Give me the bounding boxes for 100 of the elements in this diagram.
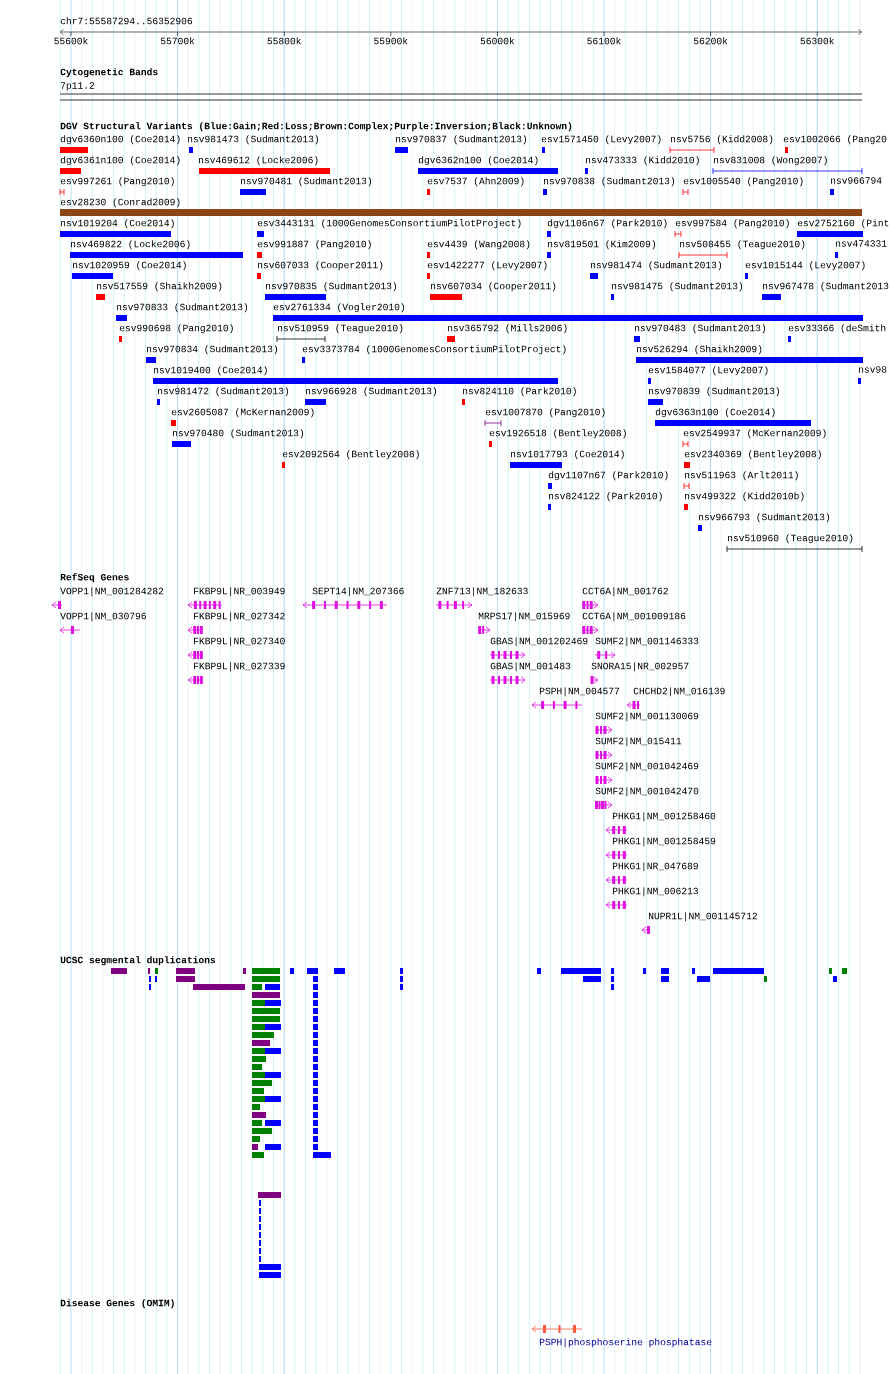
gene-label: SUMF2|NM_015411	[595, 737, 682, 747]
feature-label: nsv510960 (Teague2010)	[728, 534, 853, 544]
gene-label: CCT6A|NM_001009186	[582, 612, 686, 622]
gene-label: NUPR1L|NM_001145712	[648, 912, 757, 922]
feature-label: esv2092564 (Bentley2008)	[282, 450, 419, 460]
gene-label: GBAS|NM_001202469	[490, 637, 588, 647]
axis-tick-label: 55600k	[54, 37, 88, 45]
feature-label: nsv508455 (Teague2010)	[680, 240, 805, 250]
feature-label: nsv970834 (Sudmant2013)	[147, 345, 278, 355]
feature-label: nsv981472 (Sudmant2013)	[158, 387, 289, 397]
axis-tick-label: 56000k	[480, 37, 515, 45]
feature-label: nsv981474 (Sudmant2013)	[591, 261, 722, 271]
feature-label: nsv526294 (Shaikh2009)	[637, 345, 762, 355]
feature-label: esv2752160 (Pint	[797, 219, 889, 229]
feature-label: nsv967478 (Sudmant2013	[763, 282, 889, 292]
track-heading: Disease Genes (OMIM)	[60, 1299, 174, 1309]
axis-tick-label: 55900k	[374, 37, 408, 45]
feature-label: nsv1020959 (Coe2014)	[73, 261, 186, 271]
feature-label: nsv98	[859, 366, 887, 373]
feature-label: nsv970839 (Sudmant2013)	[649, 387, 780, 397]
feature-label: esv3373784 (1000GenomesConsortiumPilotProject)	[302, 345, 566, 355]
gene-label: SNORA15|NR_002957	[591, 662, 689, 672]
gene-label: VOPP1|NM_001284282	[60, 587, 164, 597]
gene-label: CCT6A|NM_001762	[582, 587, 668, 597]
feature-label: nsv831008 (Wong2007)	[714, 156, 827, 166]
feature-label: esv990698 (Pang2010)	[119, 324, 233, 334]
gene-label: VOPP1|NM_030796	[60, 612, 146, 622]
gene-label: CHCHD2|NM_016139	[633, 687, 725, 697]
feature-label: nsv966793 (Sudmant2013)	[699, 513, 830, 523]
feature-label: nsv970481 (Sudmant2013)	[241, 177, 372, 187]
feature-label: nsv474331	[836, 240, 887, 247]
axis-tick-label: 55800k	[267, 37, 301, 45]
gene-label: FKBP9L|NR_027340	[194, 637, 285, 647]
feature-label: esv1005540 (Pang2010)	[683, 177, 803, 187]
feature-label: nsv469822 (Locke2006)	[71, 240, 190, 250]
feature-label: dgv6362n100 (Coe2014)	[418, 156, 538, 166]
feature-label: esv1571450 (Levy2007)	[541, 135, 661, 145]
gene-label: PHKG1|NM_006213	[612, 887, 698, 897]
feature-label: nsv1017793 (Coe2014)	[511, 450, 624, 460]
gene-label: SUMF2|NM_001042470	[595, 787, 699, 797]
gene-label: PHKG1|NM_001258459	[612, 837, 716, 847]
track-heading: Cytogenetic Bands	[60, 68, 158, 78]
track-heading: DGV Structural Variants (Blue:Gain;Red:Loss;Brown:Complex;Purple:Inversion;Black:Unknown)	[60, 122, 572, 132]
feature-label: nsv970838 (Sudmant2013)	[544, 177, 675, 187]
feature-label: nsv981475 (Sudmant2013)	[612, 282, 743, 292]
gene-label: PSPH|phosphoserine phosphatase	[539, 1338, 712, 1348]
feature-label: nsv819501 (Kim2009)	[548, 240, 655, 250]
feature-label: esv1015144 (Levy2007)	[745, 261, 865, 271]
feature-label: nsv966928 (Sudmant2013)	[306, 387, 437, 397]
feature-label: esv4439 (Wang2008)	[427, 240, 530, 250]
track-heading: UCSC segmental duplications	[60, 956, 216, 966]
feature-label: nsv970480 (Sudmant2013)	[173, 429, 304, 439]
feature-label: dgv1106n67 (Park2010)	[547, 219, 667, 229]
gene-label: PSPH|NM_004577	[539, 687, 620, 697]
gene-label: SEPT14|NM_207366	[312, 587, 404, 597]
gene-label: SUMF2|NM_001130069	[595, 712, 699, 722]
feature-label: nsv365792 (Mills2006)	[448, 324, 567, 334]
feature-label: nsv517559 (Shaikh2009)	[97, 282, 222, 292]
gene-label: MRPS17|NM_015969	[478, 612, 570, 622]
feature-label: nsv510959 (Teague2010)	[278, 324, 403, 334]
band-label: 7p11.2	[60, 82, 95, 91]
gene-label: SUMF2|NM_001146333	[595, 637, 699, 647]
feature-label: nsv1019400 (Coe2014)	[154, 366, 267, 376]
feature-label: esv1926518 (Bentley2008)	[489, 429, 626, 439]
feature-label: nsv970833 (Sudmant2013)	[117, 303, 248, 313]
feature-label: nsv981473 (Sudmant2013)	[188, 135, 319, 145]
feature-label: esv997261 (Pang2010)	[60, 177, 174, 187]
feature-label: esv1584077 (Levy2007)	[648, 366, 768, 376]
gene-label: PHKG1|NM_001258460	[612, 812, 716, 822]
gene-label: ZNF713|NM_182633	[436, 587, 528, 597]
feature-label: esv33366 (deSmith	[788, 324, 886, 334]
feature-label: nsv970837 (Sudmant2013)	[396, 135, 527, 145]
feature-label: nsv824110 (Park2010)	[463, 387, 576, 397]
feature-label: nsv473333 (Kidd2010)	[586, 156, 699, 166]
feature-label: esv2605087 (McKernan2009)	[171, 408, 314, 418]
feature-label: nsv511963 (Arlt2011)	[685, 471, 798, 481]
feature-label: esv2340369 (Bentley2008)	[684, 450, 821, 460]
position-label: chr7:55587294..56352906	[60, 17, 193, 25]
feature-label: esv997584 (Pang2010)	[675, 219, 789, 229]
gene-label: FKBP9L|NR_027339	[194, 662, 285, 672]
feature-label: dgv1107n67 (Park2010)	[548, 471, 668, 481]
feature-label: nsv970483 (Sudmant2013)	[635, 324, 766, 334]
feature-label: nsv1019204 (Coe2014)	[61, 219, 174, 229]
feature-label: esv3443131 (1000GenomesConsortiumPilotProject)	[257, 219, 521, 229]
feature-label: esv991887 (Pang2010)	[257, 240, 371, 250]
feature-label: esv28230 (Conrad2009)	[60, 198, 180, 208]
feature-label: dgv6361n100 (Coe2014)	[60, 156, 180, 166]
feature-label: nsv607033 (Cooper2011)	[258, 261, 383, 271]
axis-tick-label: 56200k	[693, 37, 728, 45]
feature-label: nsv824122 (Park2010)	[549, 492, 662, 502]
feature-label: nsv499322 (Kidd2010b)	[685, 492, 804, 502]
axis-tick-label: 56300k	[800, 37, 834, 45]
gene-label: FKBP9L|NR_027342	[194, 612, 285, 622]
feature-label: esv2761334 (Vogler2010)	[273, 303, 405, 313]
feature-label: nsv970835 (Sudmant2013)	[266, 282, 397, 292]
gene-label: GBAS|NM_001483	[490, 662, 571, 672]
gene-label: PHKG1|NR_047689	[612, 862, 698, 872]
axis-tick-label: 56100k	[587, 37, 621, 45]
track-heading: RefSeq Genes	[60, 573, 129, 583]
feature-label: esv1422277 (Levy2007)	[427, 261, 547, 271]
